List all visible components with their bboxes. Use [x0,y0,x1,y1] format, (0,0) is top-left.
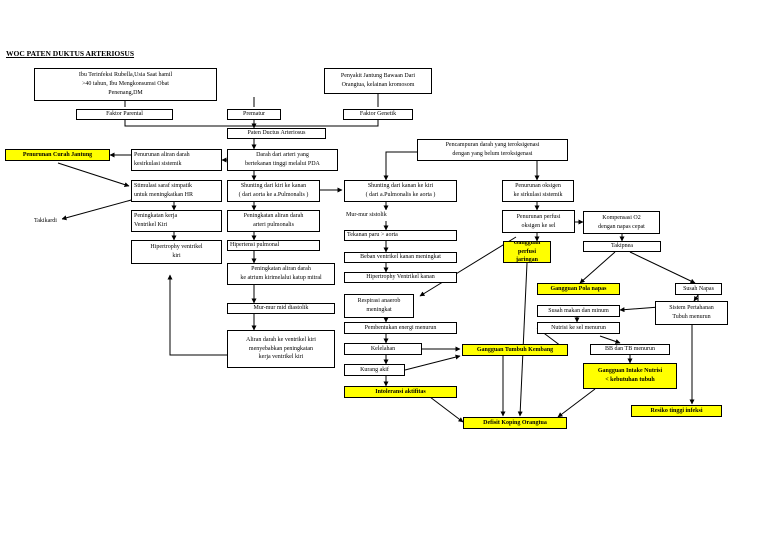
node-maternal-risk-factors: Ibu Terinfeksi Rubella,Usia Saat hamil >… [34,68,217,101]
node-increased-rv-load: Beban ventrikel kanan meningkat [344,252,457,263]
node-decreased-cell-nutrition: Nutrisi ke sel menurun [537,322,620,334]
node-increased-pulmonary-flow: Peningkatan aliran darah arteri pulmonal… [227,210,320,232]
node-genetic-factor: Faktor Genetik [343,109,413,120]
wire-gpj-to-dko [517,262,528,417]
wire-nks-to-bbt [599,335,621,344]
node-tachycardia: Takikardi [32,216,62,227]
node-growth-development-disorder: Gangguan Tumbuh Kembang [462,344,568,356]
wire-adk-to-hvk [167,274,227,356]
node-mid-diastolic-murmur: Mur-mur mid diastolik [227,303,335,314]
node-activity-intolerance: Intoleransi aktifitas [344,386,457,398]
node-weight-height-decreased: BB dan TB menurun [590,344,670,355]
node-decreased-energy: Pembentukan energi menurun [344,322,457,334]
node-pulmonary-hypertension: Hipertensi pulmonal [227,240,320,251]
wire-sss-to-tak [61,198,136,221]
wire-pcm-to-pok [500,159,540,181]
node-increased-atrial-flow: Peningkatan aliran darah ke atrium kirim… [227,263,335,285]
node-decreased-cell-perfusion: Penurunan perfusi oksigen ke sel [502,210,575,233]
wire-gpj-to-ran [419,236,517,297]
node-systolic-murmur: Mur-mur sistolik [344,210,414,221]
node-decreased-cardiac-output: Penurunan Curah Jantung [5,149,110,161]
wire-ina-to-dko [429,396,464,423]
node-lung-pressure-gt-aorta: Tekanan paru > aorta [344,230,457,241]
node-anaerobic-respiration: Respirasi anaerob meningkat [344,294,414,318]
node-lv-inflow-work: Aliran darah ke ventrikel kiri menyebabk… [227,330,335,368]
node-congenital-heart-disease: Penyakit Jantung Bawaan Dari Orangtua, k… [324,68,432,94]
wire-fp-to-pda [124,120,254,127]
node-less-active: Kurang akif [344,364,405,376]
node-nutrition-intake-disorder: Gangguan Intake Nutrisi < kebutuhan tubu… [583,363,677,389]
wire-kak-to-gtk [404,354,461,371]
node-tissue-perfusion-disorder: Gangguan perfusi jaringan [503,241,551,263]
node-increased-lv-work: Peningkatan kerja Ventrikel Kiri [131,210,222,232]
node-difficulty-eating-drinking: Susah makan dan minum [537,305,620,317]
wire-gin-to-dko [557,388,596,418]
node-breathing-pattern-disorder: Gangguan Pola napas [537,283,620,295]
node-blood-mixing: Pencampuran darah yang teroksigenasi den… [417,139,568,161]
node-decreased-immunity: Sistem Pertahanan Tubuh menurun [655,301,728,325]
diagram-title: WOC PATEN DUKTUS ARTERIOSUS [6,49,135,58]
node-premature: Prematur [227,109,281,120]
node-right-to-left-shunt: Shunting dari kanan ke kiri ( dari a.Pul… [344,180,457,202]
node-shortness-of-breath: Susah Napas [675,283,722,295]
node-lv-hypertrophy: Hipertrophy ventrikel kiri [131,240,222,264]
node-rv-hypertrophy: Hipertrophy Ventrikel kanan [344,272,457,283]
wire-pcm-to-skn [383,151,418,181]
wire-pcj-to-sss [57,162,130,187]
node-pda: Paten Ductus Arteriosus [227,128,326,139]
node-infection-risk: Resiko tinggi infeksi [631,405,722,417]
node-parental-factor: Faktor Parental [76,109,173,120]
wire-sns-to-stp [693,294,699,302]
node-o2-compensation: Kompensasi O2 dengan napas cepat [583,211,660,234]
wire-tkp-to-gpn [579,251,616,284]
wire-fg-to-pda [254,120,379,127]
wire-tkp-to-sns [629,251,696,284]
node-decreased-systemic-oxygen: Penurunan oksigen ke sirkulasi sistemik [502,180,574,202]
node-left-to-right-shunt: Shunting dari kiri ke kanan ( dari aorta… [227,180,320,202]
node-tachypnea: Takipnea [583,241,661,252]
node-parental-coping-deficit: Defisit Koping Orangtua [463,417,567,429]
node-high-pressure-blood-via-pda: Darah dari arteri yang bertekanan tinggi… [227,149,338,171]
node-sympathetic-stimulation: Stimulasi saraf simpatik untuk meningkat… [131,180,222,202]
node-decreased-systemic-flow: Penurunan aliran darah kesirkulasi siste… [131,149,222,171]
node-fatigue: Kelelahan [344,343,422,355]
